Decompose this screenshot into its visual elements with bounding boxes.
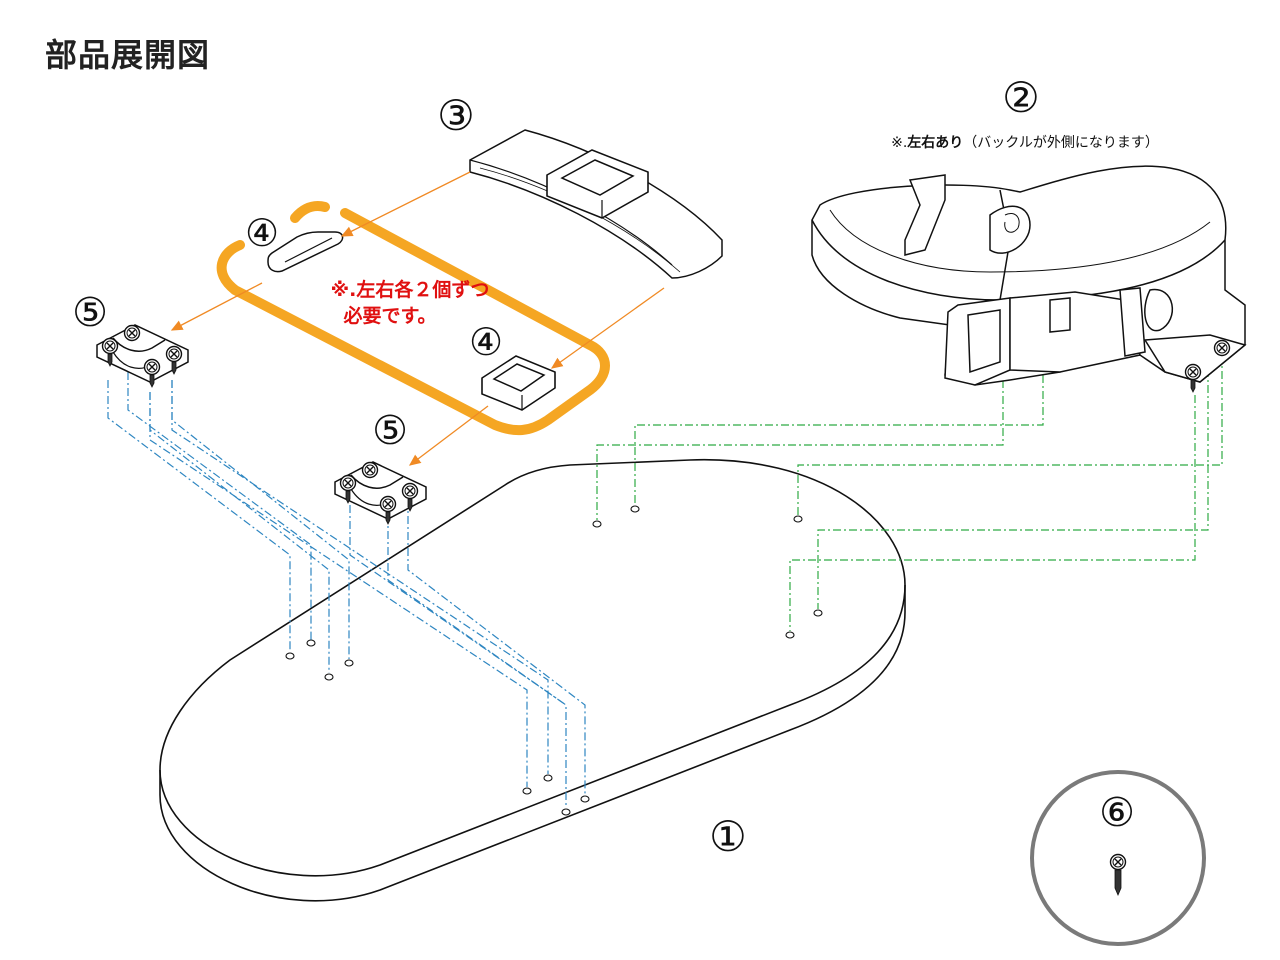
part-number-1: ① — [709, 812, 747, 861]
part-number-5b: ⑤ — [372, 408, 408, 454]
left-right-note: ※.左右あり（バックルが外側になります） — [891, 134, 1159, 151]
note-rest: （バックルが外側になります） — [963, 135, 1159, 151]
clamp-bracket-part-a — [96, 324, 189, 388]
base-holes — [285, 505, 823, 816]
base-board-part — [159, 459, 906, 902]
holder-screw-2 — [1184, 363, 1202, 381]
green-guide-lines — [596, 305, 1223, 631]
holder-screw-1 — [1213, 339, 1231, 357]
part4-highlight-frame — [216, 201, 610, 436]
part-number-4a: ④ — [245, 211, 279, 255]
quantity-note-line-2: 必要です。 — [342, 304, 436, 327]
square-ring-part — [481, 355, 556, 411]
clamp-bracket-part-b — [334, 461, 427, 525]
blue-guide-lines — [107, 372, 586, 808]
part-number-6: ⑥ — [1099, 790, 1135, 836]
slot-part — [267, 231, 344, 273]
holder-part — [811, 165, 1247, 386]
note-prefix: ※. — [891, 135, 907, 151]
single-screw-part — [1109, 853, 1127, 897]
quantity-note-line-1: ※.左右各２個ずつ — [331, 278, 490, 301]
page-title: 部品展開図 — [45, 36, 211, 74]
strap-part — [469, 129, 723, 279]
note-bold: 左右あり — [906, 134, 963, 151]
part-number-5a: ⑤ — [72, 290, 108, 336]
part-number-2: ② — [1002, 73, 1040, 122]
part-number-4b: ④ — [469, 320, 503, 364]
assembly-arrows — [170, 171, 665, 466]
holder-screw-shaft — [1190, 379, 1196, 393]
part-number-3: ③ — [437, 91, 475, 140]
